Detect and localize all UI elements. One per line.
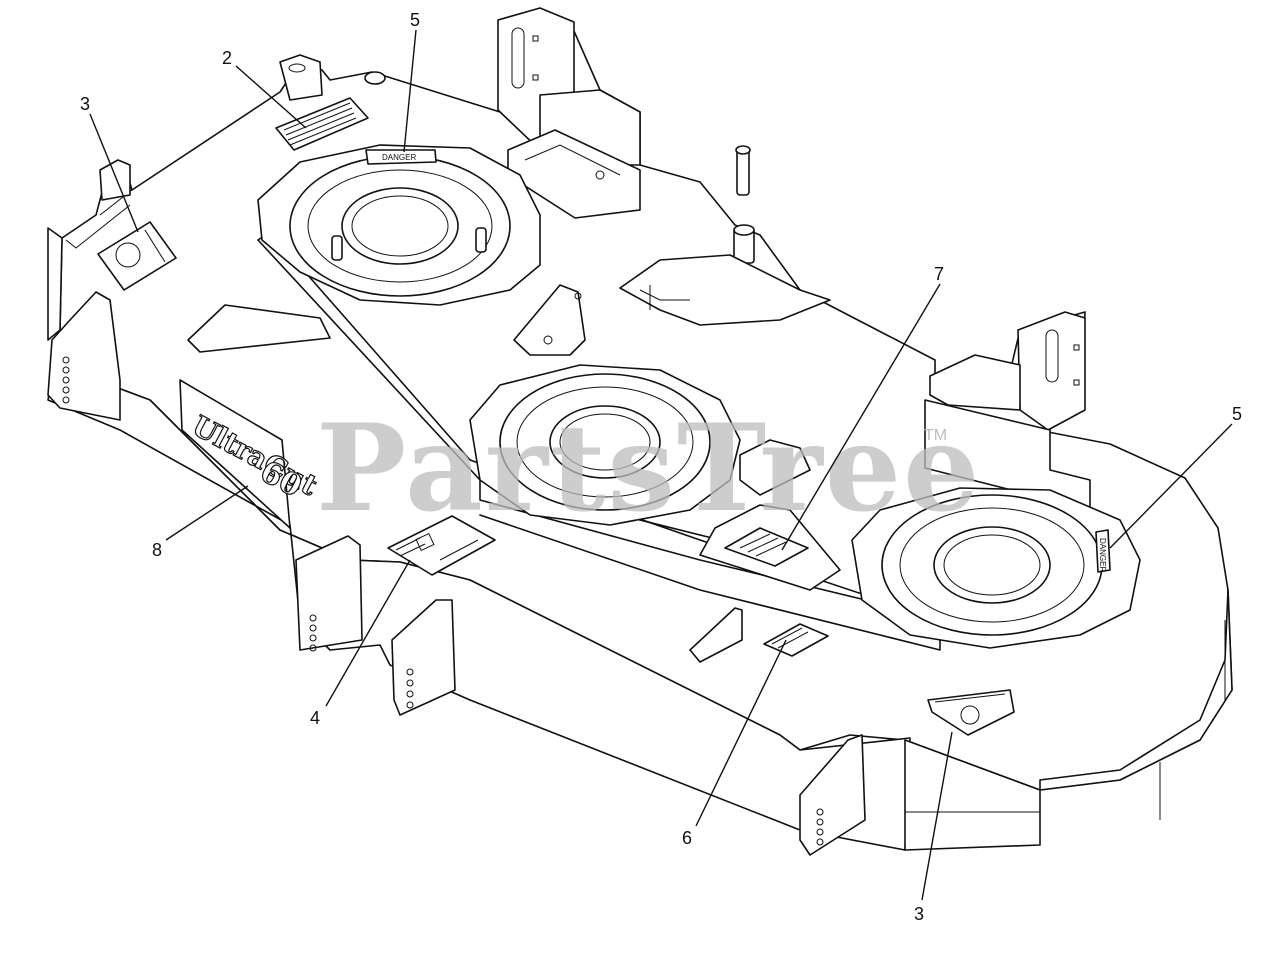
callout-5-right: 5 [1232, 404, 1242, 424]
decal-5-danger-right: DANGER [1095, 529, 1111, 573]
left-rear-posts [99, 54, 386, 201]
spindle-center [469, 364, 811, 526]
callout-4: 4 [310, 708, 320, 728]
decal-5-danger-left: DANGER [365, 149, 437, 165]
decal-2-warning [275, 97, 369, 151]
callout-6: 6 [682, 828, 692, 848]
decal-4-instruction [387, 515, 496, 576]
decal-3-danger-front [927, 689, 1015, 736]
mower-deck [47, 7, 1233, 856]
idler-post [733, 145, 755, 264]
callout-8: 8 [152, 540, 162, 560]
decal-7-height-chart [724, 527, 809, 567]
idler-arm [513, 284, 586, 356]
watermark: PartsTree [316, 398, 981, 539]
watermark-trademark: TM [924, 427, 947, 444]
decal-5-text-left: DANGER [382, 153, 416, 162]
callout-leaders [89, 29, 1233, 901]
callout-3-front: 3 [914, 904, 924, 924]
front-left-bracket [47, 291, 121, 421]
spindle-left [257, 144, 541, 306]
discharge-opening [619, 254, 831, 326]
callout-5-left: 5 [410, 10, 420, 30]
callout-3-rear: 3 [80, 94, 90, 114]
callout-7: 7 [934, 264, 944, 284]
callout-2: 2 [222, 48, 232, 68]
rear-hitch-bracket-right [924, 311, 1091, 511]
front-center-bracket [295, 535, 456, 716]
decal-3-danger-rear [97, 221, 177, 291]
decal-5-text-right: DANGER [1098, 538, 1107, 572]
front-right-bracket [689, 607, 866, 856]
deck-rear-wall [47, 227, 63, 341]
